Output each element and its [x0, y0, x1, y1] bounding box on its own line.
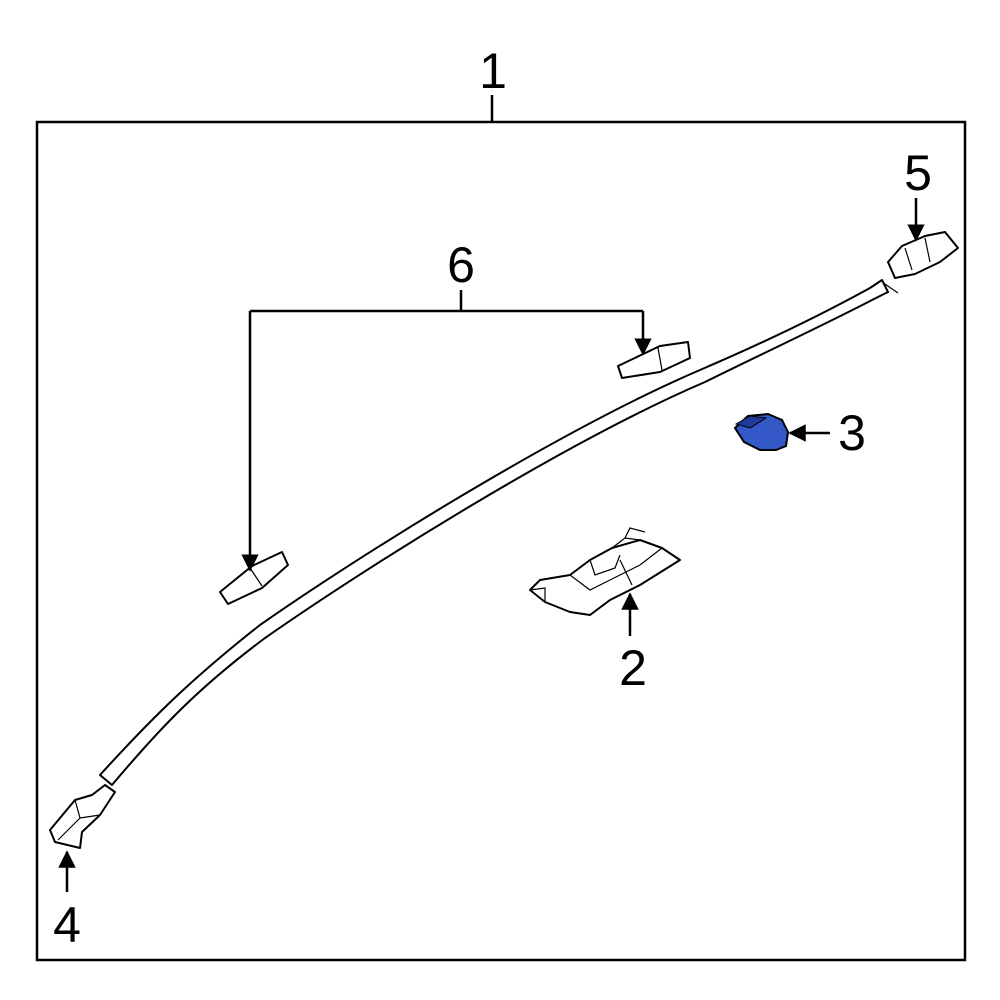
- adhesive-pad: [733, 412, 790, 451]
- callout-5: 5: [904, 145, 932, 201]
- callout-3: 3: [838, 405, 866, 461]
- end-clip-right: [887, 231, 959, 279]
- molding-clip-upper: [617, 341, 691, 379]
- callout-6: 6: [447, 237, 475, 293]
- callout-2: 2: [619, 640, 647, 696]
- retainer-clip: [529, 527, 681, 616]
- callout-1: 1: [479, 43, 507, 99]
- end-clip-left: [49, 784, 116, 849]
- callout-4: 4: [53, 897, 81, 953]
- molding-clip-lower: [219, 551, 289, 605]
- callout-6-bracket: [241, 290, 652, 572]
- roof-molding-strip: [99, 279, 899, 786]
- diagram-frame: [35, 120, 967, 962]
